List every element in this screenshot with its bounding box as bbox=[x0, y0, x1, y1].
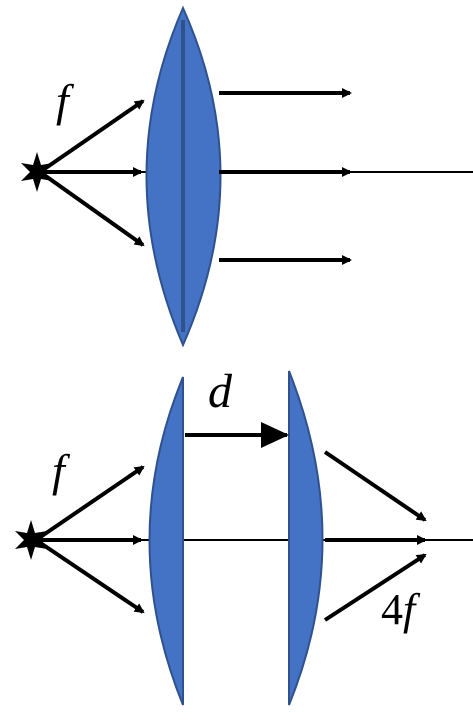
top-ray-up bbox=[38, 99, 145, 174]
bottom-focal-label: f bbox=[52, 445, 71, 496]
separation-label: d bbox=[208, 365, 233, 418]
bottom-lens-2 bbox=[288, 370, 324, 706]
top-point-source-icon bbox=[21, 152, 53, 192]
image-distance-number: 4 bbox=[381, 585, 403, 634]
bottom-ray-up bbox=[34, 465, 145, 542]
top-focal-label: f bbox=[56, 75, 75, 126]
image-distance-label: 4f bbox=[381, 585, 421, 634]
bottom-converging-ray-lower bbox=[323, 553, 427, 622]
bottom-point-source-icon bbox=[15, 520, 47, 560]
bottom-converging-ray-upper bbox=[323, 450, 427, 522]
top-diagram: f bbox=[21, 5, 473, 348]
top-ray-down bbox=[38, 170, 145, 247]
bottom-ray-down bbox=[34, 538, 145, 614]
bottom-diagram: d f 4f bbox=[15, 365, 473, 706]
image-distance-symbol: f bbox=[403, 585, 421, 634]
bottom-lens-1 bbox=[148, 376, 184, 706]
